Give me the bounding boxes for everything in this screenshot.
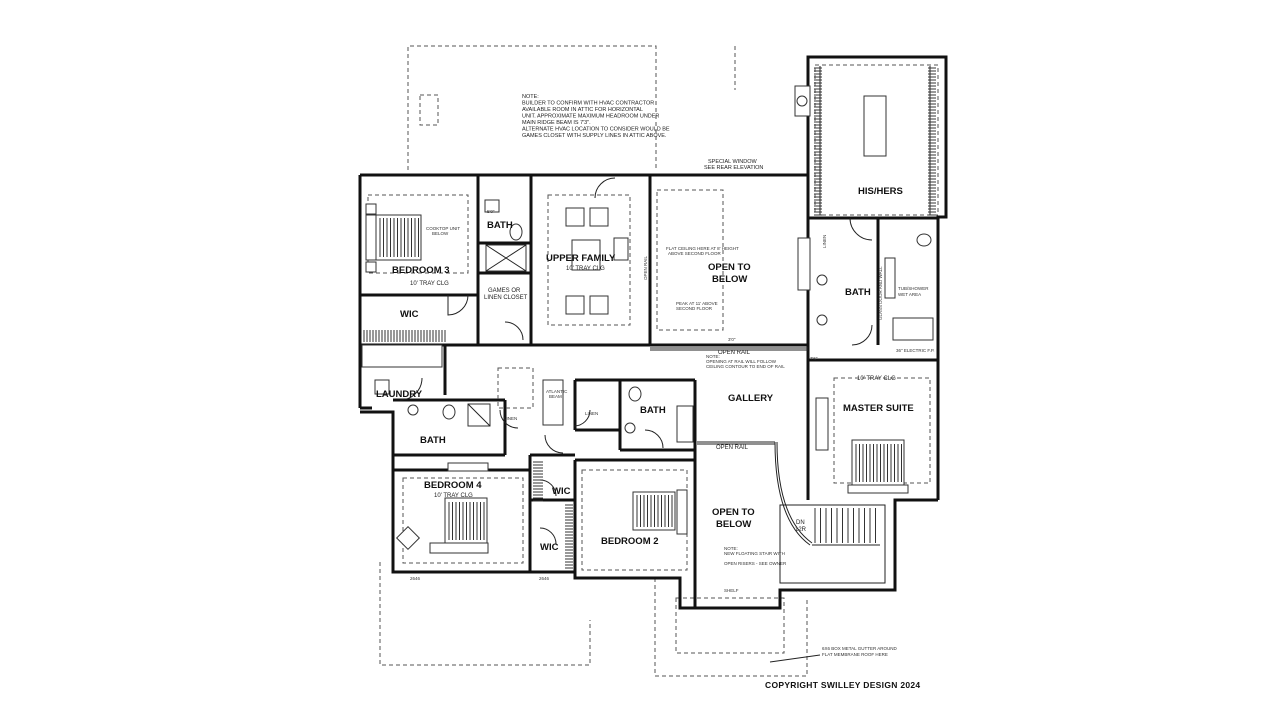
room-master-suite: MASTER SUITE [843, 403, 914, 414]
closet-shelving [363, 66, 936, 569]
glass-door: GLASS DOOR AND WALL [878, 266, 883, 320]
room-wic-lower-2: WIC [540, 542, 559, 553]
room-his-hers: HIS/HERS [858, 186, 903, 197]
copyright: COPYRIGHT SWILLEY DESIGN 2024 [765, 680, 920, 690]
dim-win-left: 2646 [410, 576, 421, 581]
doors [399, 177, 873, 545]
notes: NOTE:BUILDER TO CONFIRM WITH HVAC CONTRA… [426, 94, 898, 663]
dim-rail: 3'0" [728, 337, 736, 342]
upper-family-ceiling: 10' TRAY CLG [566, 266, 605, 272]
hvac-note-line: MAIN RIDGE BEAM IS 7'3". [522, 120, 591, 126]
room-upper-family: UPPER FAMILY [546, 253, 616, 264]
room-bedroom3: BEDROOM 3 [392, 265, 450, 276]
open-rail-vertical: OPEN RAIL [643, 255, 648, 280]
room-wic-lower-1: WIC [552, 486, 571, 497]
room-laundry: LAUNDRY [376, 389, 423, 400]
room-bath-center: BATH [640, 405, 666, 416]
electric-fp: 36" ELECTRIC F.P. [896, 348, 935, 353]
linen-right: LINEN [822, 235, 827, 248]
dim-bath-door: 5'0" [487, 209, 495, 214]
master-ceiling: 10' TRAY CLG [857, 376, 896, 382]
dim-fp: 7'6" [810, 356, 818, 361]
room-wic-upper: WIC [400, 309, 419, 320]
room-bedroom4: BEDROOM 4 [424, 480, 482, 491]
linen-lower-left: LINEN [504, 416, 517, 421]
bedroom4-ceiling: 10' TRAY CLG [434, 493, 473, 499]
dim-win-right: 2646 [539, 576, 550, 581]
hvac-note-line: GAMES CLOSET WITH SUPPLY LINES IN ATTIC … [522, 133, 667, 139]
roof-outline [379, 45, 808, 677]
hvac-note-line: AVAILABLE ROOM IN ATTIC FOR HORIZONTAL [522, 107, 643, 113]
room-master-bath: BATH [845, 287, 871, 298]
open-rail-top: OPEN RAIL [718, 350, 751, 356]
hvac-note-line: ALTERNATE HVAC LOCATION TO CONSIDER WOUL… [522, 127, 670, 133]
bedroom3-ceiling: 10' TRAY CLG [410, 281, 449, 287]
furniture [361, 85, 934, 554]
shelf: SHELF [724, 588, 739, 593]
hvac-note-line: BUILDER TO CONFIRM WITH HVAC CONTRACTOR [522, 101, 654, 107]
room-bath-upper: BATH [487, 220, 513, 231]
room-bath-lower-left: BATH [420, 435, 446, 446]
hvac-note: NOTE:BUILDER TO CONFIRM WITH HVAC CONTRA… [522, 94, 670, 139]
stair [779, 504, 886, 584]
dimensions: 5'0" 3'0" 7'6" 2646 2646 [410, 209, 818, 581]
hvac-note-line: UNIT. APPROXIMATE MAXIMUM HEADROOM UNDER [522, 114, 659, 120]
room-gallery: GALLERY [728, 393, 774, 404]
open-rails [650, 347, 813, 546]
room-bedroom2: BEDROOM 2 [601, 536, 659, 547]
open-rail-lower: OPEN RAIL [716, 445, 749, 451]
hvac-note-line: NOTE: [522, 94, 539, 100]
linen-center: LINEN [585, 411, 598, 416]
